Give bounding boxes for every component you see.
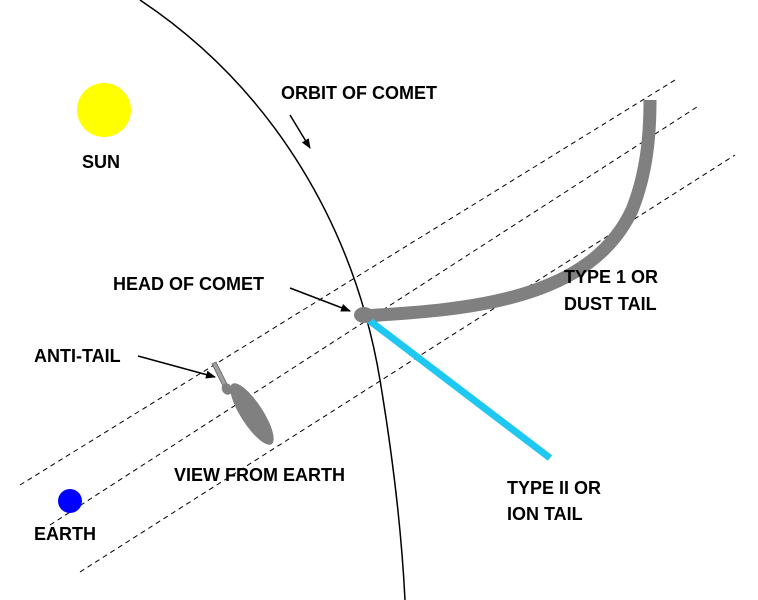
orbit-label: ORBIT OF COMET bbox=[281, 83, 437, 103]
sightline-lower bbox=[79, 154, 736, 573]
type2-label-line1: TYPE II OR bbox=[507, 478, 601, 498]
anti-tail-label: ANTI-TAIL bbox=[34, 346, 121, 366]
earth bbox=[58, 489, 82, 513]
orbit-pointer-arrow bbox=[289, 114, 311, 149]
earth-label: EARTH bbox=[34, 524, 96, 544]
sightline-middle bbox=[49, 104, 701, 526]
type1-label-line1: TYPE 1 OR bbox=[564, 267, 658, 287]
sightline-upper bbox=[19, 79, 676, 486]
comet-orbit bbox=[139, 0, 406, 600]
comet-head bbox=[354, 307, 374, 323]
type1-label-line2: DUST TAIL bbox=[564, 294, 657, 314]
type2-label-line2: ION TAIL bbox=[507, 504, 583, 524]
ion-tail bbox=[363, 315, 553, 461]
dust-tail bbox=[361, 99, 657, 323]
sun bbox=[77, 83, 131, 137]
view-from-earth-label: VIEW FROM EARTH bbox=[174, 465, 345, 485]
anti-tail-pointer-arrow bbox=[137, 355, 216, 379]
view-from-earth-head bbox=[221, 383, 233, 395]
view-from-earth-comet bbox=[230, 383, 274, 445]
sun-label: SUN bbox=[82, 152, 120, 172]
head-pointer-arrow bbox=[289, 287, 351, 312]
head-of-comet-label: HEAD OF COMET bbox=[113, 274, 264, 294]
